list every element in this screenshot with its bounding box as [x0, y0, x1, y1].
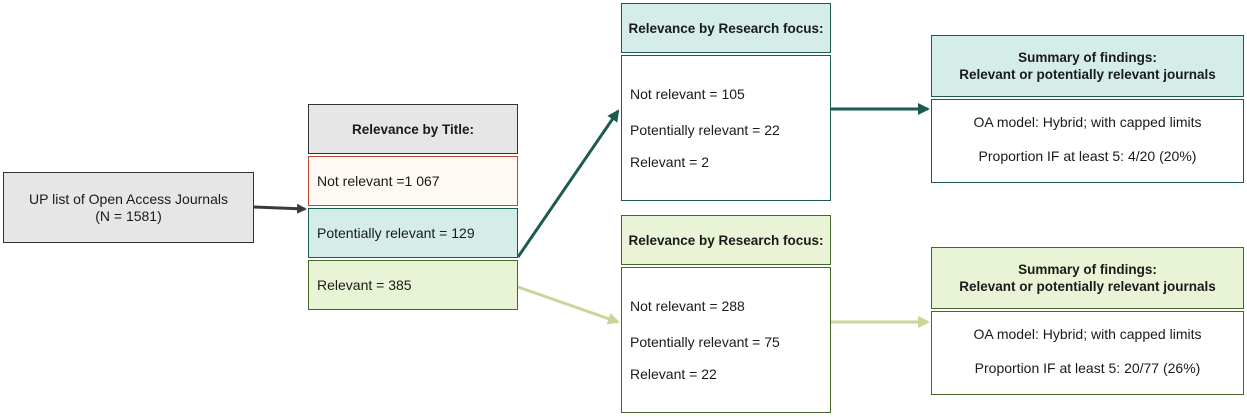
summary-bottom-body: OA model: Hybrid; with capped limits Pro…	[931, 311, 1244, 395]
start-box: UP list of Open Access Journals (N = 158…	[3, 172, 254, 243]
research-bottom-body: Not relevant = 288 Potentially relevant …	[621, 267, 831, 413]
research-bottom-not-relevant: Not relevant = 288	[630, 298, 745, 314]
research-bottom-header: Relevance by Research focus:	[621, 215, 831, 265]
summary-top-header: Summary of findings: Relevant or potenti…	[931, 35, 1244, 97]
research-top-header: Relevance by Research focus:	[621, 3, 831, 53]
summary-bottom-header: Summary of findings: Relevant or potenti…	[931, 247, 1244, 309]
title-stage-header-text: Relevance by Title:	[351, 121, 475, 137]
title-not-relevant-box: Not relevant =1 067	[308, 156, 518, 206]
research-bottom-header-text: Relevance by Research focus:	[628, 232, 824, 248]
summary-top-header-line-2: Relevant or potentially relevant journal…	[959, 67, 1216, 82]
summary-bottom-oa-model: OA model: Hybrid; with capped limits	[973, 326, 1202, 342]
summary-bottom-header-line-1: Summary of findings:	[1018, 262, 1157, 277]
start-line-2: (N = 1581)	[95, 207, 162, 224]
title-not-relevant-text: Not relevant =1 067	[317, 173, 440, 189]
summary-top-header-line-1: Summary of findings:	[1018, 50, 1157, 65]
research-bottom-potentially-relevant: Potentially relevant = 75	[630, 334, 780, 350]
summary-top-oa-model: OA model: Hybrid; with capped limits	[973, 114, 1202, 130]
summary-top-proportion: Proportion IF at least 5: 4/20 (20%)	[978, 148, 1197, 164]
research-top-not-relevant: Not relevant = 105	[630, 86, 745, 102]
title-potentially-relevant-text: Potentially relevant = 129	[317, 225, 475, 241]
title-potentially-relevant-box: Potentially relevant = 129	[308, 208, 518, 258]
start-line-1: UP list of Open Access Journals	[29, 190, 228, 207]
research-top-header-text: Relevance by Research focus:	[628, 20, 824, 36]
research-bottom-relevant: Relevant = 22	[630, 366, 717, 382]
summary-bottom-header-line-2: Relevant or potentially relevant journal…	[959, 279, 1216, 294]
research-top-potentially-relevant: Potentially relevant = 22	[630, 122, 780, 138]
summary-bottom-proportion: Proportion IF at least 5: 20/77 (26%)	[974, 360, 1201, 376]
title-relevant-box: Relevant = 385	[308, 260, 518, 310]
research-top-body: Not relevant = 105 Potentially relevant …	[621, 55, 831, 201]
title-relevant-text: Relevant = 385	[317, 277, 412, 293]
arrow-start-to-title	[252, 203, 307, 214]
research-top-relevant: Relevant = 2	[630, 154, 709, 170]
arrow-potential-to-research-top	[516, 109, 620, 258]
summary-top-body: OA model: Hybrid; with capped limits Pro…	[931, 99, 1244, 183]
title-stage-header: Relevance by Title:	[308, 104, 518, 154]
arrow-relevant-to-research-bottom	[517, 285, 620, 325]
